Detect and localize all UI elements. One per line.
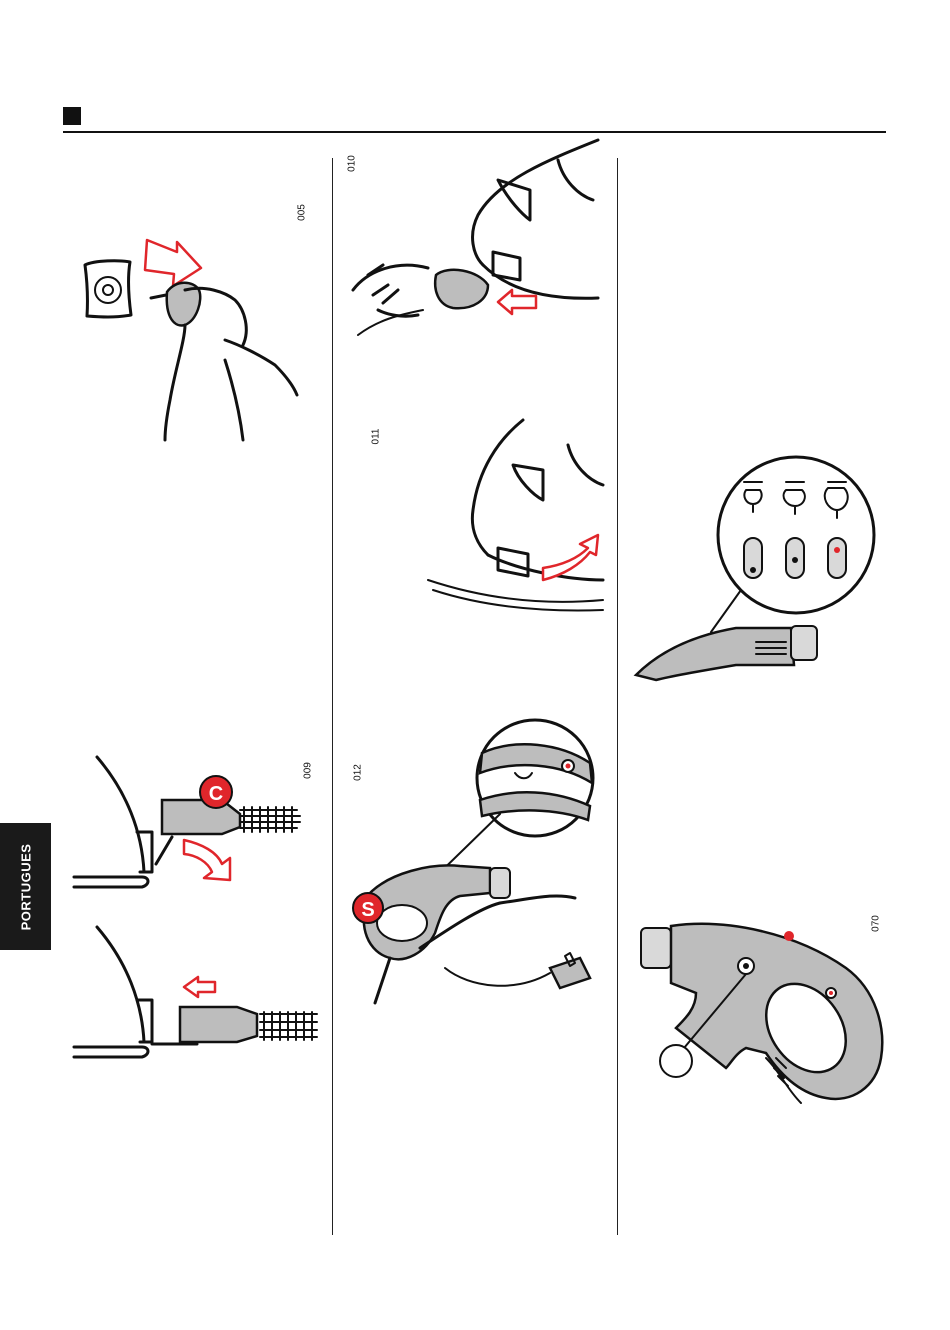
illustration-handle-button [636,918,886,1108]
illustration-rotate-connector [428,420,606,615]
illustration-insert-connector [348,140,606,340]
language-tab-label: PORTUGUES [18,843,33,930]
section-marker-square [63,107,81,125]
badge-c-label: C [209,783,223,805]
illustration-handle-switch-s: S [350,718,600,1013]
column-divider-left [332,158,333,1235]
figure-code-005: 005 [297,198,308,228]
illustration-hose-connector-c: C [72,752,322,1062]
header-rule [63,131,886,133]
figure-code-011: 011 [371,422,382,452]
language-tab: PORTUGUES [0,823,51,950]
column-divider-right [617,158,618,1235]
badge-s-label: S [361,899,374,921]
illustration-steam-settings [636,460,878,680]
illustration-plug-socket [75,230,305,445]
